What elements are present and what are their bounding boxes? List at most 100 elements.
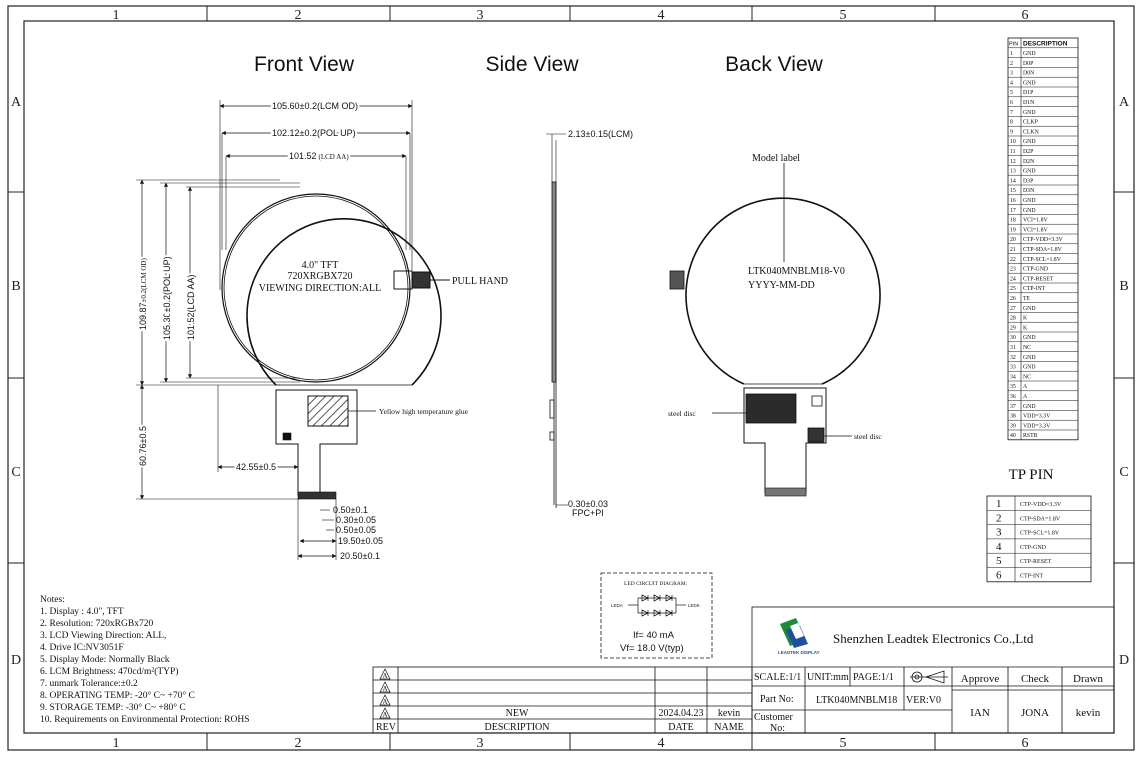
back-view	[669, 163, 881, 497]
pin-dim-1: 0.50±0.1	[333, 505, 368, 515]
tp-pin-description: CTP-RESET	[1020, 559, 1052, 565]
rev-symbol-2: A	[382, 685, 387, 693]
pin-number: 16	[1010, 198, 1016, 204]
pin-description: GND	[1023, 169, 1036, 175]
tp-pin-number: 6	[996, 570, 1002, 582]
tp-pin-description: CTP-SCL=1.8V	[1020, 531, 1060, 537]
tp-pin-description: CTP-GND	[1020, 545, 1047, 551]
company-logo: LEADTEK DISPLAY	[778, 618, 820, 655]
tp-pin-number: 3	[996, 527, 1002, 539]
dim-v-pol-up: 105.30±0.2(POL UP)	[162, 256, 172, 340]
note-7: 7. unmark Tolerance:±0.2	[40, 679, 138, 689]
row-label-c-right: C	[1119, 465, 1128, 480]
pin-number: 15	[1010, 188, 1016, 194]
note-3: 3. LCD Viewing Direction: ALL,	[40, 631, 166, 641]
pin-description: GND	[1023, 80, 1036, 86]
rev-symbol-4: A	[382, 711, 387, 719]
pin-description: NC	[1023, 345, 1031, 351]
pin-number: 39	[1010, 423, 1016, 429]
tp-pin-number: 4	[996, 541, 1002, 553]
pin-number: 13	[1010, 169, 1016, 175]
note-10: 10. Requirements on Environmental Protec…	[40, 715, 250, 725]
pin-number: 38	[1010, 414, 1016, 420]
pin-description: A	[1023, 394, 1028, 400]
front-view	[136, 100, 450, 560]
approve-name: IAN	[970, 707, 990, 719]
steel-disc-right: steel disc	[854, 432, 882, 441]
pin-description: D1P	[1023, 90, 1033, 96]
note-9: 9. STORAGE TEMP: -30° C~ +80° C	[40, 702, 186, 713]
pin-description: CTP-RESET	[1023, 276, 1054, 282]
pin-number: 25	[1010, 286, 1016, 292]
pin-description: GND	[1023, 51, 1036, 57]
pin-number: 7	[1010, 110, 1013, 116]
pin-description: CTP-SCL=1.8V	[1023, 257, 1062, 263]
pin-dim-3: 0.50±0.05	[336, 525, 376, 535]
pin-number: 28	[1010, 316, 1016, 322]
pin-description: GND	[1023, 306, 1036, 312]
row-label-d-right: D	[1119, 653, 1129, 668]
dim-lcd-aa-suffix: (LCD AA)	[319, 153, 350, 161]
pin-number: 40	[1010, 433, 1016, 439]
pin-number: 34	[1010, 374, 1016, 380]
pin-number: 24	[1010, 276, 1016, 282]
pin-description: D3N	[1023, 188, 1035, 194]
note-2: 2. Resolution: 720xRGBx720	[40, 619, 153, 629]
pin-number: 9	[1010, 129, 1013, 135]
front-center-line-2: 720XRGBX720	[287, 271, 352, 282]
rev-head-name: NAME	[714, 722, 743, 733]
dim-v-lcm-od-value: 109.87	[138, 302, 148, 330]
pin-description: RSTB	[1023, 433, 1038, 439]
dim-v-lcm-od: 109.87±0.2(LCM OD)	[138, 258, 148, 330]
pin-description: VDD=3.3V	[1023, 414, 1051, 420]
tp-pin-title: TP PIN	[1009, 467, 1054, 483]
pin-number: 8	[1010, 120, 1013, 126]
model-date-code: YYYY-MM-DD	[748, 280, 815, 291]
steel-disc-left: steel disc	[668, 409, 696, 418]
pin-number: 20	[1010, 237, 1016, 243]
tp-pin-description: CTP-INT	[1020, 574, 1043, 580]
pin-number: 36	[1010, 394, 1016, 400]
pin-description: D2P	[1023, 149, 1033, 155]
pin-number: 18	[1010, 218, 1016, 224]
pin-description: A	[1023, 384, 1028, 390]
pin-number: 19	[1010, 227, 1016, 233]
side-view-title: Side View	[485, 53, 579, 76]
notes-title: Notes:	[40, 595, 65, 605]
pin-dim-5: 20.50±0.1	[340, 551, 380, 561]
col-label-6-bottom: 6	[1022, 736, 1029, 751]
pin-number: 26	[1010, 296, 1016, 302]
customer-no-label: No:	[770, 723, 785, 734]
col-label-3-top: 3	[477, 8, 484, 23]
part-no-value: LTK040MNBLM18	[816, 695, 897, 706]
pin-description: K	[1023, 316, 1028, 322]
col-label-6-top: 6	[1022, 8, 1029, 23]
unit-field: UNIT:mm	[807, 672, 849, 683]
tp-pin-number: 2	[996, 512, 1002, 524]
note-4: 4. Drive IC:NV3051F	[40, 643, 124, 653]
rev-symbol-1: A	[382, 672, 387, 680]
front-view-title: Front View	[254, 53, 355, 76]
pin-description: D2N	[1023, 159, 1035, 165]
pin-description: CTP-VDD=3.3V	[1023, 237, 1064, 243]
note-5: 5. Display Mode: Normally Black	[40, 655, 170, 665]
rev-row-desc: NEW	[506, 708, 529, 719]
pin-table-header-desc: DESCRIPTION	[1023, 41, 1068, 48]
pin-number: 4	[1010, 80, 1013, 86]
dim-lcd-aa-value: 101.52	[289, 151, 317, 161]
pin-number: 37	[1010, 404, 1016, 410]
pin-number: 3	[1010, 71, 1013, 77]
led-circuit-title: LED CIRCUIT DIAGRAM:	[624, 581, 688, 587]
led-cathode-label: LEDK	[688, 603, 700, 608]
pin-description: VCI=1.8V	[1023, 227, 1048, 233]
pin-number: 27	[1010, 306, 1016, 312]
rev-head-date: DATE	[668, 722, 694, 733]
row-label-b-left: B	[11, 279, 20, 294]
pin-description: K	[1023, 325, 1028, 331]
dim-tail-height: 60.76±0.5	[138, 426, 148, 466]
dim-lcd-aa: 101.52(LCD AA)	[289, 151, 349, 161]
pin-description: D0N	[1023, 71, 1035, 77]
drawn-header: Drawn	[1073, 673, 1103, 685]
